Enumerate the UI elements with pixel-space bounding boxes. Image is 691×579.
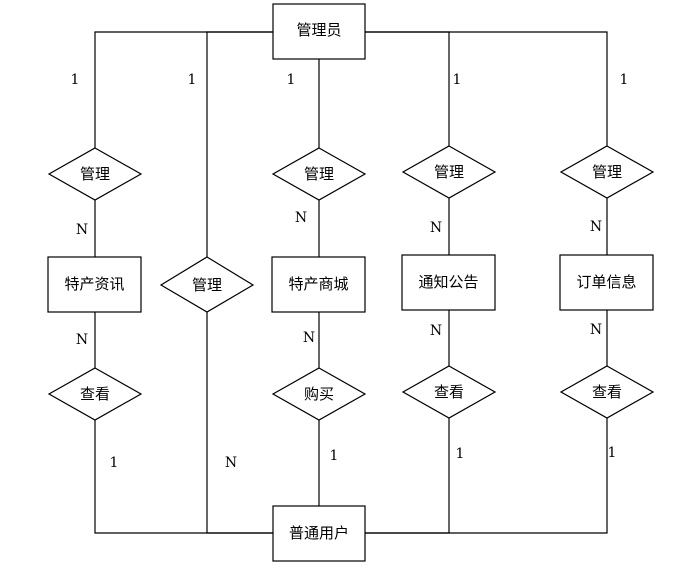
relationship-manage-user: 管理 [159, 256, 255, 313]
relationship-view-specialty-info-label: 查看 [80, 385, 110, 403]
card-admin-order-info: 1 [620, 72, 629, 88]
entity-order-info: 订单信息 [559, 254, 654, 311]
relationship-manage-notice: 管理 [401, 145, 497, 199]
card-notice-view: N [430, 323, 442, 339]
card-specialty-mall-buy: N [303, 330, 315, 346]
relationship-view-notice: 查看 [401, 365, 497, 419]
line-view-to-user-1 [94, 420, 273, 534]
relationship-manage-order-info: 管理 [559, 145, 655, 199]
line-view-to-user-3 [365, 418, 608, 534]
card-specialty-info-view: N [76, 332, 88, 348]
entity-order-info-label: 订单信息 [576, 273, 636, 291]
relationship-manage-order-info-label: 管理 [592, 163, 622, 181]
relationship-manage-specialty-info-label: 管理 [80, 165, 110, 183]
line-admin-to-notice [365, 31, 450, 146]
entity-specialty-info-label: 特产资讯 [64, 275, 124, 293]
relationship-manage-user-label: 管理 [192, 276, 222, 294]
relationship-manage-notice-label: 管理 [434, 163, 464, 181]
connector-lines [94, 31, 608, 534]
card-user-specialty-info: 1 [110, 455, 119, 471]
entity-user-label: 普通用户 [289, 524, 349, 542]
relationship-buy-specialty-mall: 购买 [271, 367, 367, 421]
card-admin-specialty-info: 1 [71, 72, 80, 88]
entity-notice: 通知公告 [401, 254, 496, 311]
cardinality-labels: 1 1 1 1 1 N N N N N N N N 1 N 1 1 1 [71, 72, 629, 471]
relationship-view-specialty-info: 查看 [47, 367, 143, 421]
card-admin-specialty-mall: 1 [287, 72, 296, 88]
line-admin-to-order-info [365, 31, 608, 146]
entity-user: 普通用户 [272, 505, 366, 562]
card-order-info-view: N [590, 322, 602, 338]
entity-admin-label: 管理员 [296, 21, 341, 39]
line-admin-to-specialty-info [94, 31, 273, 148]
card-admin-user: 1 [188, 72, 197, 88]
relationship-view-order-info-label: 查看 [592, 383, 622, 401]
relationship-manage-specialty-info: 管理 [47, 147, 143, 201]
card-notice-manage: N [430, 220, 442, 236]
entity-admin: 管理员 [272, 3, 366, 60]
entity-specialty-info: 特产资讯 [47, 256, 142, 313]
entity-notice-label: 通知公告 [418, 273, 478, 291]
card-user-admin: N [225, 455, 237, 471]
card-admin-notice: 1 [453, 72, 462, 88]
card-specialty-info-manage: N [76, 222, 88, 238]
relationship-view-notice-label: 查看 [434, 383, 464, 401]
line-manage-to-user [206, 312, 273, 534]
card-specialty-mall-manage: N [295, 210, 307, 226]
entity-specialty-mall-label: 特产商城 [288, 275, 348, 293]
relationship-view-order-info: 查看 [559, 365, 655, 419]
relationship-manage-specialty-mall-label: 管理 [304, 165, 334, 183]
line-view-to-user-2 [365, 418, 450, 534]
relationship-buy-specialty-mall-label: 购买 [304, 385, 334, 403]
line-admin-to-user-manage [206, 31, 273, 257]
card-user-notice: 1 [456, 446, 465, 462]
card-order-info-manage: N [590, 219, 602, 235]
card-user-order-info: 1 [608, 445, 617, 461]
relationship-manage-specialty-mall: 管理 [271, 147, 367, 201]
card-user-specialty-mall: 1 [330, 448, 339, 464]
entity-specialty-mall: 特产商城 [271, 256, 366, 313]
